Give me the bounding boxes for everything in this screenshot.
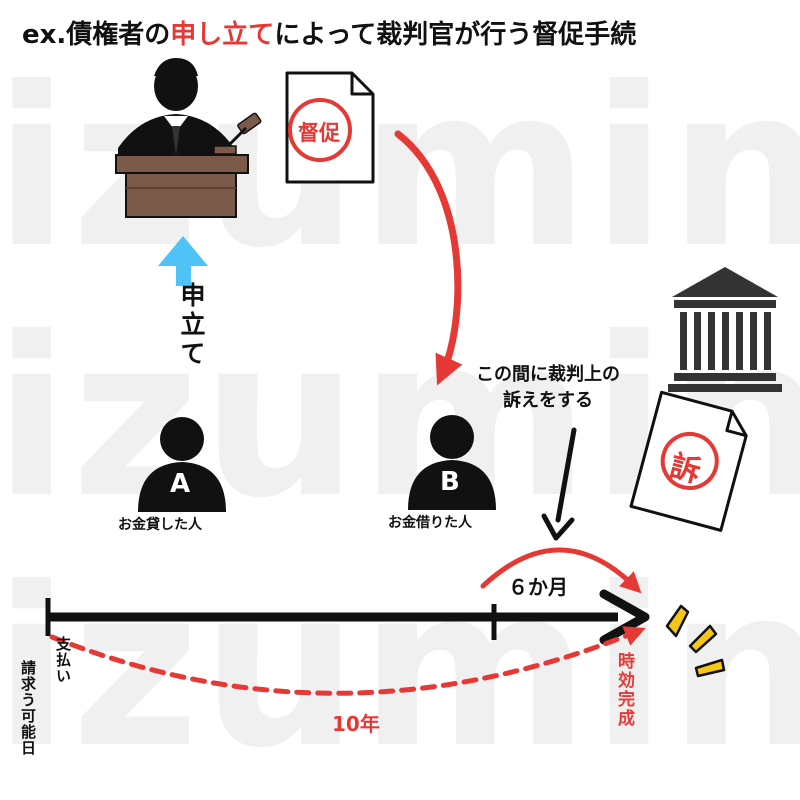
- payment-label-col-1: 支払い: [54, 636, 72, 684]
- courthouse-icon: [668, 267, 782, 392]
- delivery-arrow: [394, 130, 463, 386]
- note-arrow: [541, 427, 577, 541]
- lawsuit-note-line-1: この間に裁判上の: [476, 364, 620, 385]
- burst-icon: [665, 604, 726, 678]
- person-a-caption: お金貸した人: [118, 517, 202, 533]
- person-a-letter: A: [170, 469, 191, 499]
- person-b-caption: お金借りた人: [388, 515, 472, 531]
- judge-icon: [115, 58, 249, 218]
- page-title: ex.債権者の申し立てによって裁判官が行う督促手続: [22, 14, 636, 51]
- title-prefix: ex.債権者の: [22, 20, 171, 50]
- six-months-arc: [480, 547, 642, 594]
- timeline: [45, 589, 650, 645]
- person-icon-b: [408, 415, 496, 510]
- lawsuit-note: この間に裁判上の 訴えをする: [476, 362, 620, 414]
- apply-arrow: [158, 236, 208, 286]
- document-icon: [285, 71, 375, 184]
- ten-years-arc: [49, 626, 646, 696]
- apply-label: 申立て: [177, 282, 206, 369]
- six-months-label: ６か月: [508, 575, 568, 599]
- person-b-letter: B: [440, 467, 460, 497]
- lawsuit-note-line-2: 訴えをする: [503, 390, 593, 412]
- title-highlight: 申し立て: [170, 20, 275, 50]
- limitation-label: 時効完成: [614, 652, 634, 728]
- payment-label-col-2: 請求う可能日: [19, 660, 37, 756]
- person-icon-a: [138, 417, 226, 512]
- gavel-icon: [213, 112, 262, 155]
- watermark-row-3: izumin: [0, 540, 800, 796]
- lawsuit-document-icon: [629, 390, 748, 532]
- document-stamp-label: 督促: [298, 121, 340, 145]
- title-suffix: によって裁判官が行う督促手続: [274, 20, 637, 50]
- ten-years-label: 10年: [332, 712, 380, 736]
